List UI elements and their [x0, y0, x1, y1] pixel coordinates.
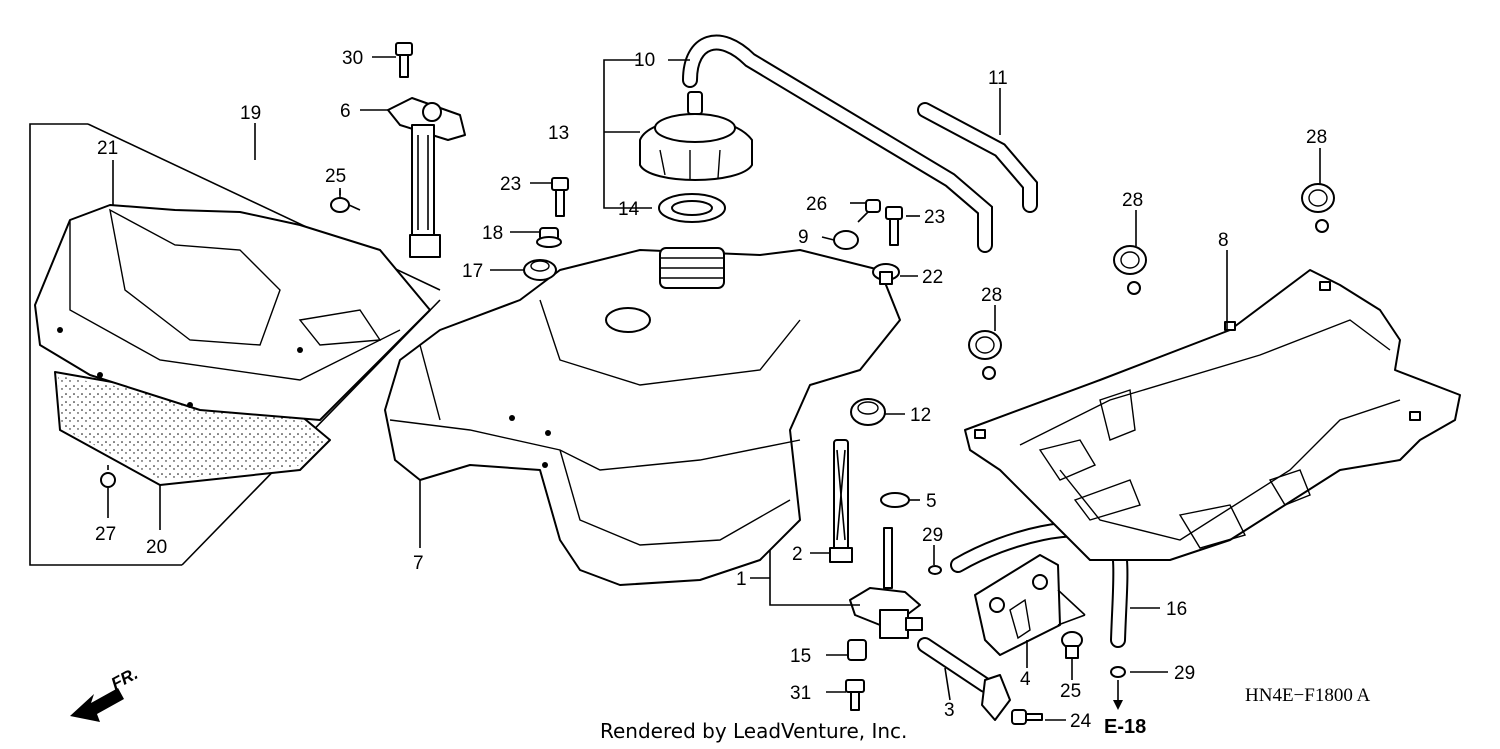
callout-29-upper: 29: [922, 525, 943, 546]
callout-3: 3: [944, 700, 955, 721]
front-direction-arrow-icon: FR.: [70, 664, 141, 722]
callout-6: 6: [340, 101, 351, 122]
callout-15: 15: [790, 646, 811, 667]
callout-25-upper: 25: [325, 166, 346, 187]
part-7-fuel-tank: [384, 247, 901, 586]
callout-2: 2: [792, 544, 803, 565]
part-23-bolt-right: [885, 206, 903, 246]
part-11-tube: [917, 102, 1038, 213]
part-18-collar: [536, 227, 562, 248]
callout-29-lower: 29: [1174, 663, 1195, 684]
part-22-collar: [872, 263, 900, 285]
part-25-clip-upper: [330, 190, 361, 213]
callout-30: 30: [342, 48, 363, 69]
callout-26: 26: [806, 194, 827, 215]
callout-25-lower: 25: [1060, 681, 1081, 702]
callout-labels: 1 2 3 4 5 6 7 8 9 10 11 12 13 14 15 16 1…: [95, 48, 1327, 732]
credit-text: Rendered by LeadVenture, Inc.: [600, 719, 907, 743]
part-2-strainer: [829, 439, 853, 563]
callout-31: 31: [790, 683, 811, 704]
part-29-clip-lower: [1110, 666, 1126, 678]
part-14-gasket: [658, 193, 726, 223]
callout-28-middle: 28: [1122, 190, 1143, 211]
callout-12: 12: [910, 405, 931, 426]
callout-28-lower: 28: [981, 285, 1002, 306]
part-30-bolt: [395, 42, 413, 78]
part-4-bracket: [974, 554, 1061, 656]
part-27-clip: [100, 465, 116, 488]
part-1-fuel-valve: [849, 527, 923, 639]
part-23-bolt-left: [551, 177, 569, 217]
under-cover-assembly: [29, 123, 441, 566]
part-5-o-ring: [880, 492, 910, 508]
callout-7: 7: [413, 553, 424, 574]
part-17-grommet: [523, 259, 557, 281]
part-26-screw: [857, 199, 881, 223]
callout-18: 18: [482, 223, 503, 244]
diagram-code: HN4E−F1800 A: [1245, 685, 1371, 706]
callout-22: 22: [922, 267, 943, 288]
part-13-fuel-cap: [639, 91, 753, 181]
part-28-clamp-lower: [968, 330, 1002, 380]
callout-13: 13: [548, 123, 569, 144]
part-29-clip-upper: [928, 565, 942, 575]
part-28-clamp-top: [1301, 183, 1335, 233]
callout-23-right: 23: [924, 207, 945, 228]
callout-10: 10: [634, 50, 655, 71]
callout-20: 20: [146, 537, 167, 558]
callout-28-top: 28: [1306, 127, 1327, 148]
callout-27: 27: [95, 524, 116, 545]
part-24-screw: [1011, 709, 1043, 725]
part-12-grommet: [850, 398, 886, 426]
leader-lines: [107, 56, 1321, 721]
callout-8: 8: [1218, 230, 1229, 251]
part-8-heat-guard: [964, 269, 1461, 561]
callout-11: 11: [988, 68, 1008, 89]
part-15-nut: [847, 639, 867, 661]
callout-1: 1: [736, 569, 747, 590]
callout-17: 17: [462, 261, 483, 282]
callout-21: 21: [97, 138, 118, 159]
callout-5: 5: [926, 491, 937, 512]
callout-4: 4: [1020, 669, 1031, 690]
part-25-clip-lower: [1061, 631, 1083, 659]
callout-14: 14: [618, 199, 640, 220]
reference-link-e18[interactable]: E-18: [1104, 716, 1146, 738]
part-10-breather-tube: [682, 34, 993, 253]
callout-24: 24: [1070, 711, 1092, 732]
front-indicator-label: FR.: [108, 664, 141, 694]
part-28-clamp-middle: [1113, 245, 1147, 295]
callout-9: 9: [798, 227, 809, 248]
part-31-bolt: [845, 679, 865, 711]
callout-23-left: 23: [500, 174, 521, 195]
part-6-fuel-sender: [387, 97, 466, 258]
part-3-fuel-pipe: [917, 637, 1011, 721]
callout-19: 19: [240, 103, 261, 124]
part-9-cap: [833, 230, 859, 250]
callout-16: 16: [1166, 599, 1187, 620]
